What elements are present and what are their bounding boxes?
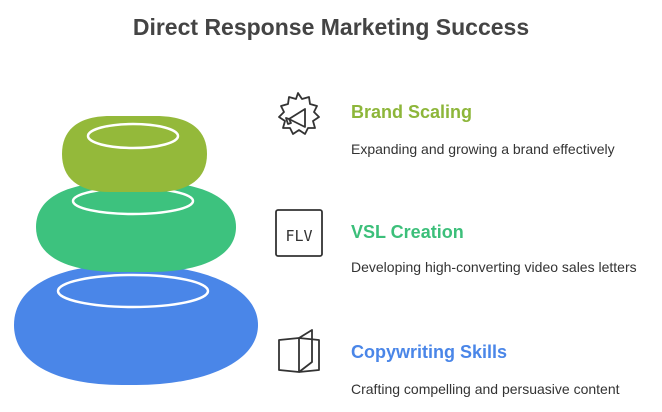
stack-layer-top [62, 116, 207, 192]
megaphone-badge-icon [278, 92, 320, 135]
open-book-icon [278, 329, 320, 373]
flv-file-icon-label: FLV [285, 227, 312, 245]
stacked-rings-diagram [14, 116, 258, 385]
stack-layer-middle [36, 182, 236, 272]
flv-file-icon: FLV [275, 209, 323, 257]
item-description-copywriting-skills: Crafting compelling and persuasive conte… [351, 381, 620, 397]
item-heading-copywriting-skills: Copywriting Skills [351, 342, 508, 362]
stack-layer-bottom [14, 265, 258, 385]
item-description-brand-scaling: Expanding and growing a brand effectivel… [351, 141, 615, 157]
item-description-vsl-creation: Developing high-converting video sales l… [351, 259, 637, 275]
item-heading-vsl-creation: VSL Creation [351, 222, 464, 242]
stack-layer-top-ring [86, 122, 180, 150]
stack-layer-bottom-ring [56, 273, 210, 309]
page-title: Direct Response Marketing Success [132, 14, 530, 40]
item-heading-brand-scaling: Brand Scaling [351, 102, 473, 122]
